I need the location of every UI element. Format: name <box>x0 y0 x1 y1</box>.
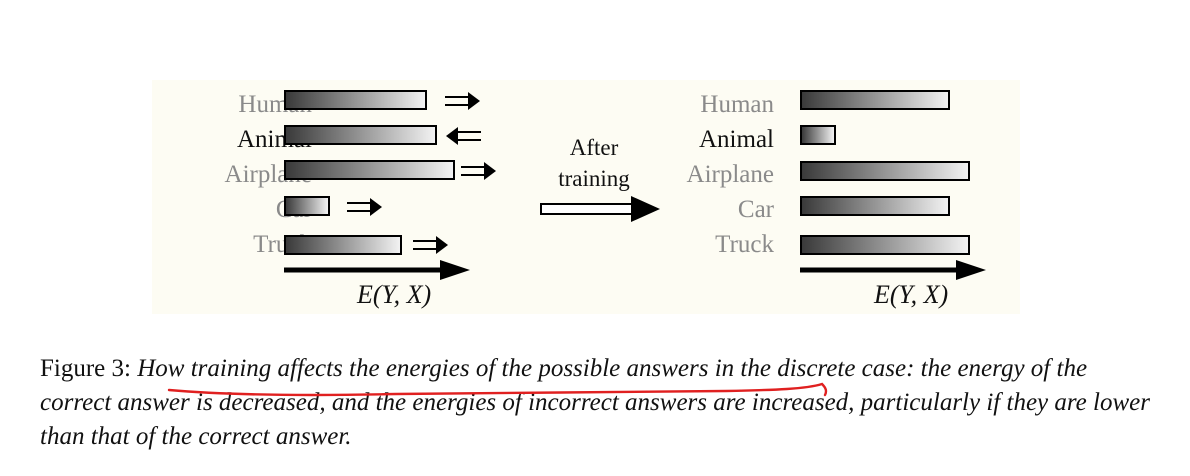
energy-axis-before <box>284 260 470 280</box>
axis-label-after: E(Y, X) <box>874 280 949 309</box>
energy-bar-human-after <box>800 90 950 110</box>
energy-bar-car-after <box>800 196 950 216</box>
decrease-arrow-animal <box>446 127 481 145</box>
increase-arrow-truck <box>413 236 448 254</box>
axis-label-before: E(Y, X) <box>357 280 432 309</box>
figure-caption: Figure 3: How training affects the energ… <box>40 352 1150 454</box>
training-arrow <box>540 196 660 222</box>
label-car-after: Car <box>737 196 774 223</box>
after-word: After <box>569 135 619 160</box>
label-animal-after: Animal <box>699 126 774 153</box>
energy-bar-human-before <box>284 90 427 110</box>
increase-arrow-human <box>445 92 480 110</box>
increase-arrow-car <box>347 198 382 216</box>
energy-axis-after <box>800 260 986 280</box>
after-training-label: After training <box>544 132 644 194</box>
energy-bar-car-before <box>284 196 330 216</box>
energy-bar-animal-after <box>800 125 836 145</box>
label-airplane-after: Airplane <box>686 161 774 188</box>
label-truck-after: Truck <box>715 231 774 258</box>
energy-bar-airplane-before <box>284 160 455 180</box>
energy-diagram: Human Animal Airplane Car Truck E(Y, X) <box>152 80 1020 314</box>
energy-bar-airplane-after <box>800 161 970 181</box>
red-underline-annotation <box>167 382 828 397</box>
caption-text: How training affects the energies of the… <box>40 355 1150 450</box>
energy-bar-animal-before <box>284 125 437 145</box>
label-human-after: Human <box>700 91 774 118</box>
energy-bar-truck-before <box>284 235 402 255</box>
training-word: training <box>558 166 630 191</box>
increase-arrow-airplane <box>461 162 496 180</box>
caption-label: Figure 3: <box>40 355 131 382</box>
energy-bar-truck-after <box>800 235 970 255</box>
